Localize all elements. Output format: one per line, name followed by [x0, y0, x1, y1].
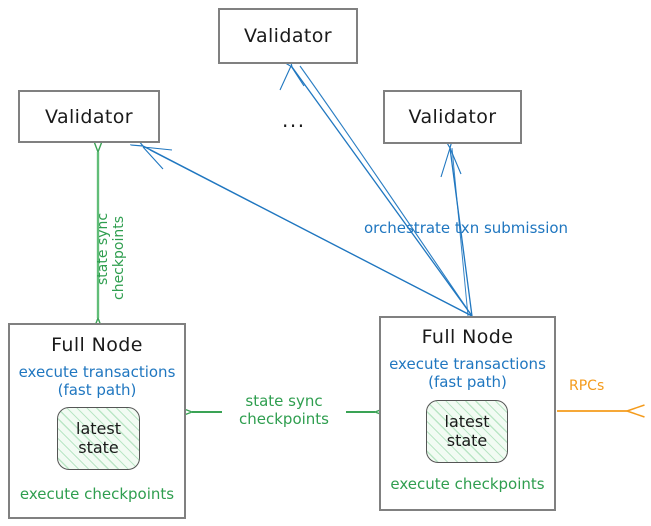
fullnode-left-green-footer: execute checkpoints — [19, 484, 175, 503]
state-sync-horizontal-line-1: state sync — [245, 392, 323, 410]
validator-right-box[interactable]: Validator — [383, 90, 522, 144]
orchestrate-label: orchestrate txn submission — [364, 219, 569, 237]
validator-top-box[interactable]: Validator — [218, 8, 358, 64]
validators-ellipsis: ... — [282, 108, 306, 132]
latest-state-left-line-1: latest — [76, 418, 121, 438]
fullnode-right-blue-line-1: execute transactions — [389, 355, 546, 373]
fullnode-right-blue-line-2: (fast path) — [428, 373, 507, 392]
latest-state-box-left: latest state — [57, 407, 140, 470]
state-sync-vertical-label-2: checkpoints — [108, 216, 127, 300]
fullnode-left-box[interactable]: Full Node execute transactions (fast pat… — [8, 323, 186, 519]
rpcs-label: RPCs — [569, 378, 605, 394]
state-sync-horizontal-line-2: checkpoints — [239, 410, 329, 429]
validator-left-box[interactable]: Validator — [18, 90, 160, 143]
fullnode-left-blue-text: execute transactions (fast path) — [19, 363, 176, 400]
state-sync-horizontal-label: state sync checkpoints — [222, 392, 346, 429]
validator-top-label: Validator — [244, 25, 332, 47]
fullnode-right-title: Full Node — [421, 326, 514, 348]
fullnode-left-blue-line-2: (fast path) — [57, 381, 137, 400]
latest-state-box-right: latest state — [426, 400, 508, 463]
fullnode-left-blue-line-1: execute transactions — [18, 363, 176, 381]
state-sync-vertical-line-2: checkpoints — [111, 216, 127, 300]
latest-state-right-line-2: state — [446, 430, 488, 450]
validator-left-label: Validator — [45, 105, 133, 128]
latest-state-right-line-1: latest — [444, 411, 490, 431]
fullnode-right-blue-text: execute transactions (fast path) — [389, 355, 546, 392]
fullnode-left-title: Full Node — [51, 334, 143, 356]
validator-right-label: Validator — [408, 106, 497, 128]
latest-state-left-line-2: state — [78, 437, 119, 457]
fullnode-right-green-footer: execute checkpoints — [390, 474, 545, 493]
